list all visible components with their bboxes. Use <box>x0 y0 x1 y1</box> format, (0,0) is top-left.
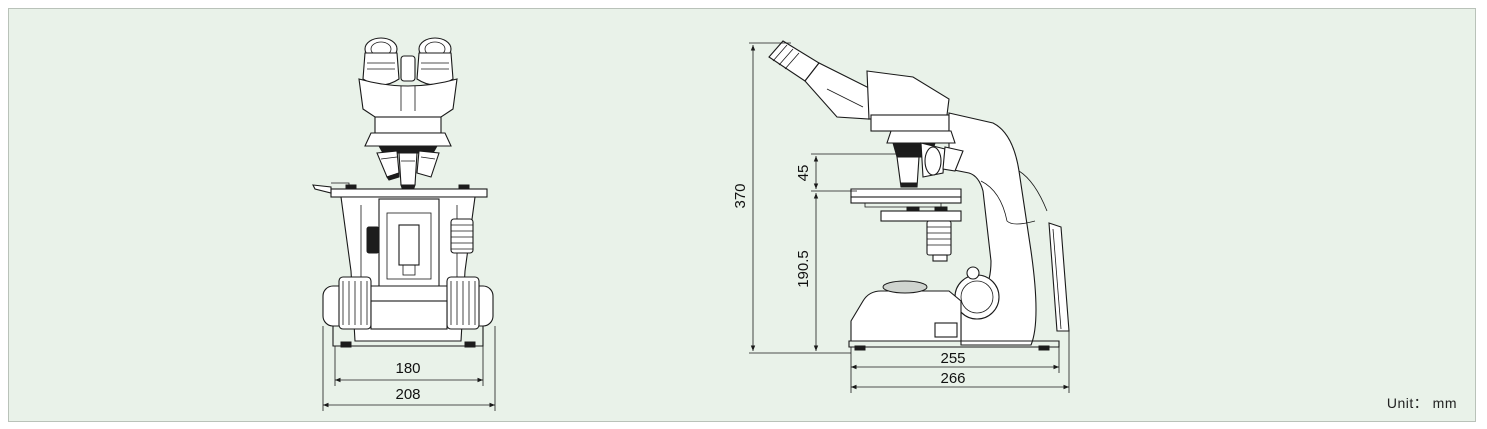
front-nosepiece <box>364 132 452 147</box>
front-stage <box>330 188 488 198</box>
front-eyepieces <box>362 37 454 86</box>
side-view-microscope <box>768 40 1070 351</box>
front-dimensions: 180 208 <box>322 326 496 411</box>
side-condenser <box>880 210 962 222</box>
dim-190-5-label: 190.5 <box>795 250 812 288</box>
side-eyepiece <box>768 40 880 120</box>
side-stage <box>850 188 962 198</box>
dim-45-label: 45 <box>795 165 812 182</box>
side-dimensions: 370 45 190.5 255 266 <box>732 42 1070 393</box>
unit-label: Unit： mm <box>1386 395 1457 411</box>
front-view-microscope <box>312 37 494 348</box>
technical-drawing: 180 208 <box>312 37 1070 411</box>
dim-266-label: 266 <box>940 370 965 387</box>
dim-180-label: 180 <box>395 360 420 377</box>
side-base <box>850 290 962 342</box>
dim-255-label: 255 <box>940 350 965 367</box>
side-nosepiece <box>886 130 956 144</box>
front-head <box>358 78 458 118</box>
front-objectives <box>376 150 440 189</box>
drawing-panel: 180 208 <box>8 8 1476 422</box>
side-rear-panel <box>1048 222 1070 332</box>
side-arm <box>948 112 1037 346</box>
side-head <box>866 70 950 120</box>
side-objectives <box>896 142 964 188</box>
dim-208-label: 208 <box>395 386 420 403</box>
front-slide-holder <box>312 184 332 194</box>
front-focus-knobs <box>366 218 474 254</box>
dim-370-label: 370 <box>732 183 749 208</box>
side-focus-knob <box>954 274 1000 320</box>
